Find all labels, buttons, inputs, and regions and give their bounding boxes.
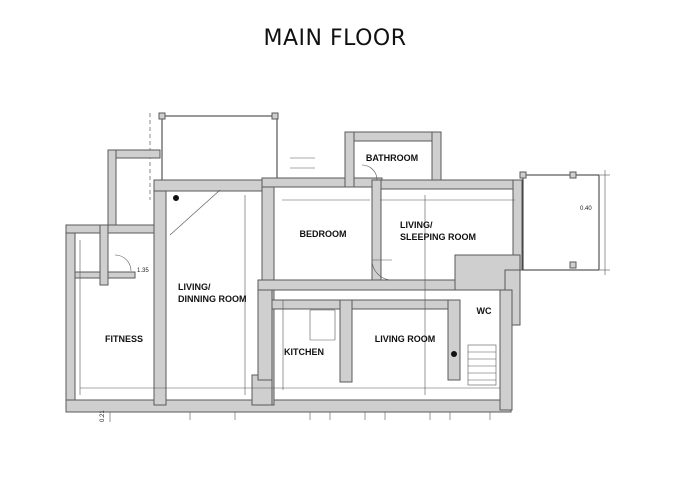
room-label-bedroom: BEDROOM (300, 229, 347, 239)
room-label-living-sleeping-1: LIVING/ (400, 220, 433, 230)
room-label-bathroom: BATHROOM (366, 153, 418, 163)
room-label-living-dinning-2: DINNING ROOM (178, 294, 247, 304)
room-label-living-room: LIVING ROOM (375, 334, 436, 344)
room-label-wc: WC (477, 306, 492, 316)
walls (65, 131, 523, 413)
dimension-label: 0.40 (580, 206, 592, 212)
dimension-label: 1.35 (137, 268, 149, 274)
page-title: MAIN FLOOR (263, 26, 407, 51)
room-label-living-dinning-1: LIVING/ (178, 282, 211, 292)
room-label-kitchen: KITCHEN (284, 347, 324, 357)
inner-lines (79, 164, 515, 422)
dimension-label: 0.21 (100, 410, 106, 422)
room-label-living-sleeping-2: SLEEPING ROOM (400, 232, 476, 242)
right-terrace (519, 170, 610, 275)
room-label-fitness: FITNESS (105, 334, 143, 344)
